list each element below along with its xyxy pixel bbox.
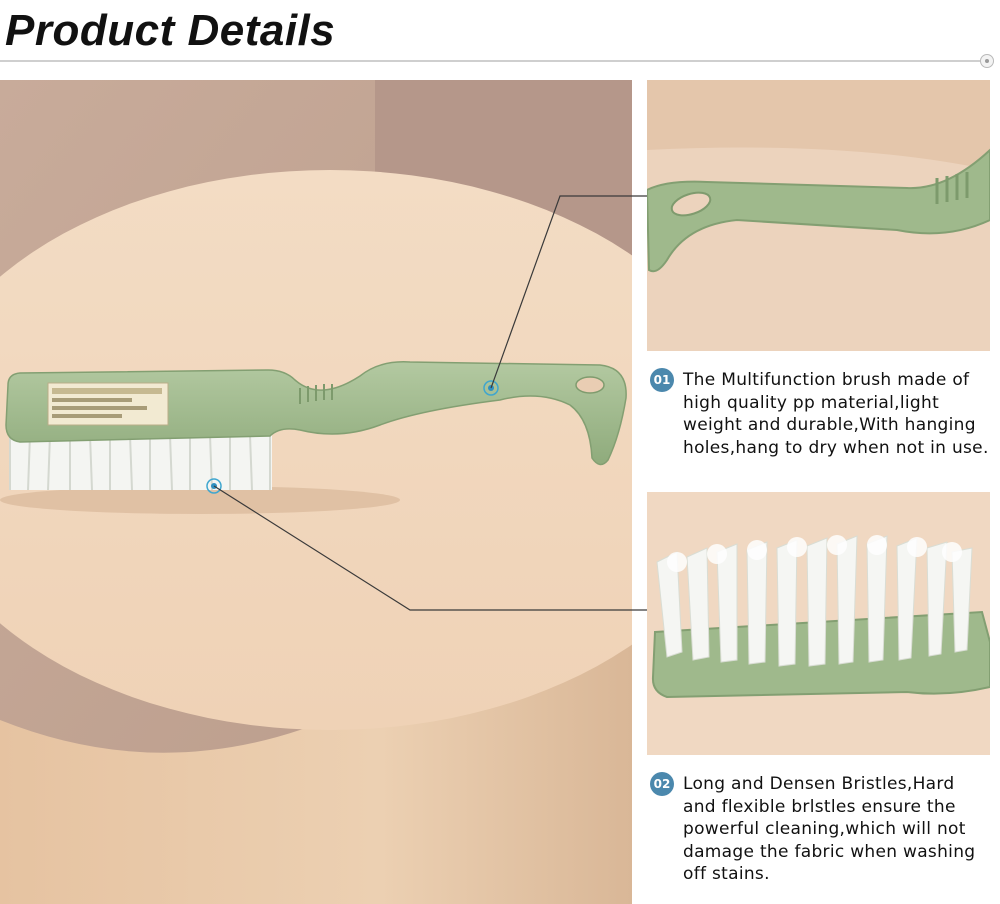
- handle-closeup-illustration: [647, 80, 990, 351]
- bristles-illustration: [9, 434, 272, 491]
- feature-1-text: The Multifunction brush made of high qua…: [683, 370, 989, 458]
- brush-scene-illustration: [0, 80, 632, 904]
- feature-2-text: Long and Densen Bristles,Hard and flexib…: [683, 774, 976, 884]
- feature-1-badge: 01: [650, 368, 674, 392]
- detail-photo-handle: [647, 80, 990, 351]
- main-product-photo: [0, 80, 632, 904]
- header-divider: [0, 60, 980, 62]
- detail-photo-bristles: [647, 492, 990, 755]
- bristles-closeup-illustration: [647, 492, 990, 755]
- page-title: Product Details: [5, 6, 336, 55]
- divider-end-icon: [980, 54, 994, 68]
- header: Product Details: [0, 0, 1000, 80]
- feature-2-badge: 02: [650, 772, 674, 796]
